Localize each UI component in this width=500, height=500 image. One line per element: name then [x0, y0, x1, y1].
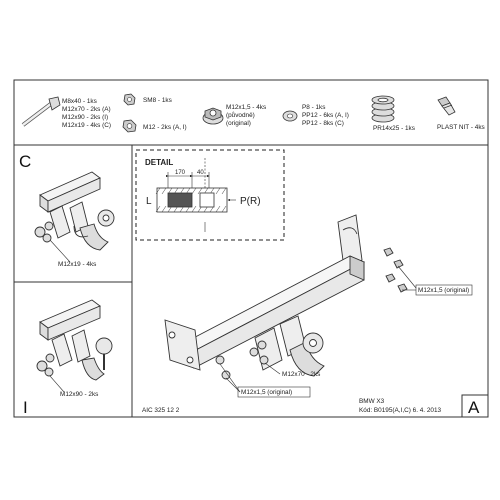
detail-dim-170: 170 — [175, 170, 186, 176]
tow-bar-c-illustration — [34, 171, 115, 263]
sheet-frame — [13, 79, 489, 418]
part-plastic-nut-label: PLAST NIT - 4ks — [437, 124, 485, 131]
detail-beam-section — [155, 187, 228, 213]
variant-c-bolt-label: M12x19 - 4ks — [58, 261, 96, 268]
variant-a-bolt-label: M12x70 - 2ks — [282, 371, 320, 378]
part-bolt-a-label: M12x70 - 2ks (A) — [62, 106, 111, 113]
variant-i-bolt-label: M12x90 - 2ks — [60, 391, 98, 398]
part-nut-m12-label: M12 - 2ks (A, I) — [143, 124, 187, 131]
part-washer-pp12-a-label: PP12 - 6ks (A, I) — [302, 112, 349, 119]
washer-icon — [282, 110, 298, 122]
variant-c-letter: C — [19, 152, 31, 171]
variant-a-nut-label-right: M12x1,5 (original) — [418, 287, 469, 294]
part-bolt-m8x40-label: M8x40 - 1ks — [62, 98, 97, 105]
part-flange-nut-label: M12x1,5 - 4ks — [226, 104, 266, 111]
drawing-kod: Kód: B0195(A,I,C) 6. 4. 2013 — [359, 407, 442, 414]
nut-icon — [122, 119, 137, 133]
plastic-nut-icon — [437, 96, 456, 116]
flange-nut-icon — [202, 107, 224, 125]
detail-left-label: L — [146, 196, 152, 207]
bolt-icon — [21, 96, 61, 127]
part-bolt-i-label: M12x90 - 2ks (I) — [62, 114, 108, 121]
detail-title: DETAIL — [145, 158, 173, 167]
part-nut-sm8-label: SM8 - 1ks — [143, 97, 172, 104]
part-spring-washer-label: PR14x25 - 1ks — [373, 125, 415, 132]
spring-washer-icon — [371, 95, 395, 123]
detail-view: DETAIL 170 40 72 10 L P(R) — [135, 149, 285, 241]
detail-dim-40: 40 — [197, 170, 204, 176]
part-flange-nut-original: (original) — [226, 120, 251, 127]
parts-row: M8x40 - 1ks M12x70 - 2ks (A) M12x90 - 2k… — [21, 93, 485, 133]
tow-bar-a-illustration — [164, 214, 417, 393]
tow-bar-i-illustration — [36, 299, 113, 393]
detail-right-label: P(R) — [240, 196, 261, 207]
nut-icon — [123, 93, 136, 106]
variant-i-letter: I — [23, 398, 28, 417]
variant-a-letter: A — [468, 398, 480, 417]
part-washer-p8-label: P8 - 1ks — [302, 104, 325, 111]
part-washer-pp12-c-label: PP12 - 8ks (C) — [302, 120, 344, 127]
variant-i-panel: I M12x90 - 2ks — [23, 299, 113, 417]
vehicle-model: BMW X3 — [359, 398, 385, 405]
variant-a-nut-label-left: M12x1,5 (original) — [241, 389, 292, 396]
variant-c-panel: C M12x19 - 4ks — [19, 152, 115, 268]
part-bolt-c-label: M12x19 - 4ks (C) — [62, 122, 111, 129]
drawing-code: AIC 325 12 2 — [142, 407, 180, 414]
part-flange-nut-note: (původně) — [226, 111, 255, 119]
variant-a-panel: M12x70 - 2ks M12x1,5 (original) M12x1,5 … — [164, 214, 473, 398]
